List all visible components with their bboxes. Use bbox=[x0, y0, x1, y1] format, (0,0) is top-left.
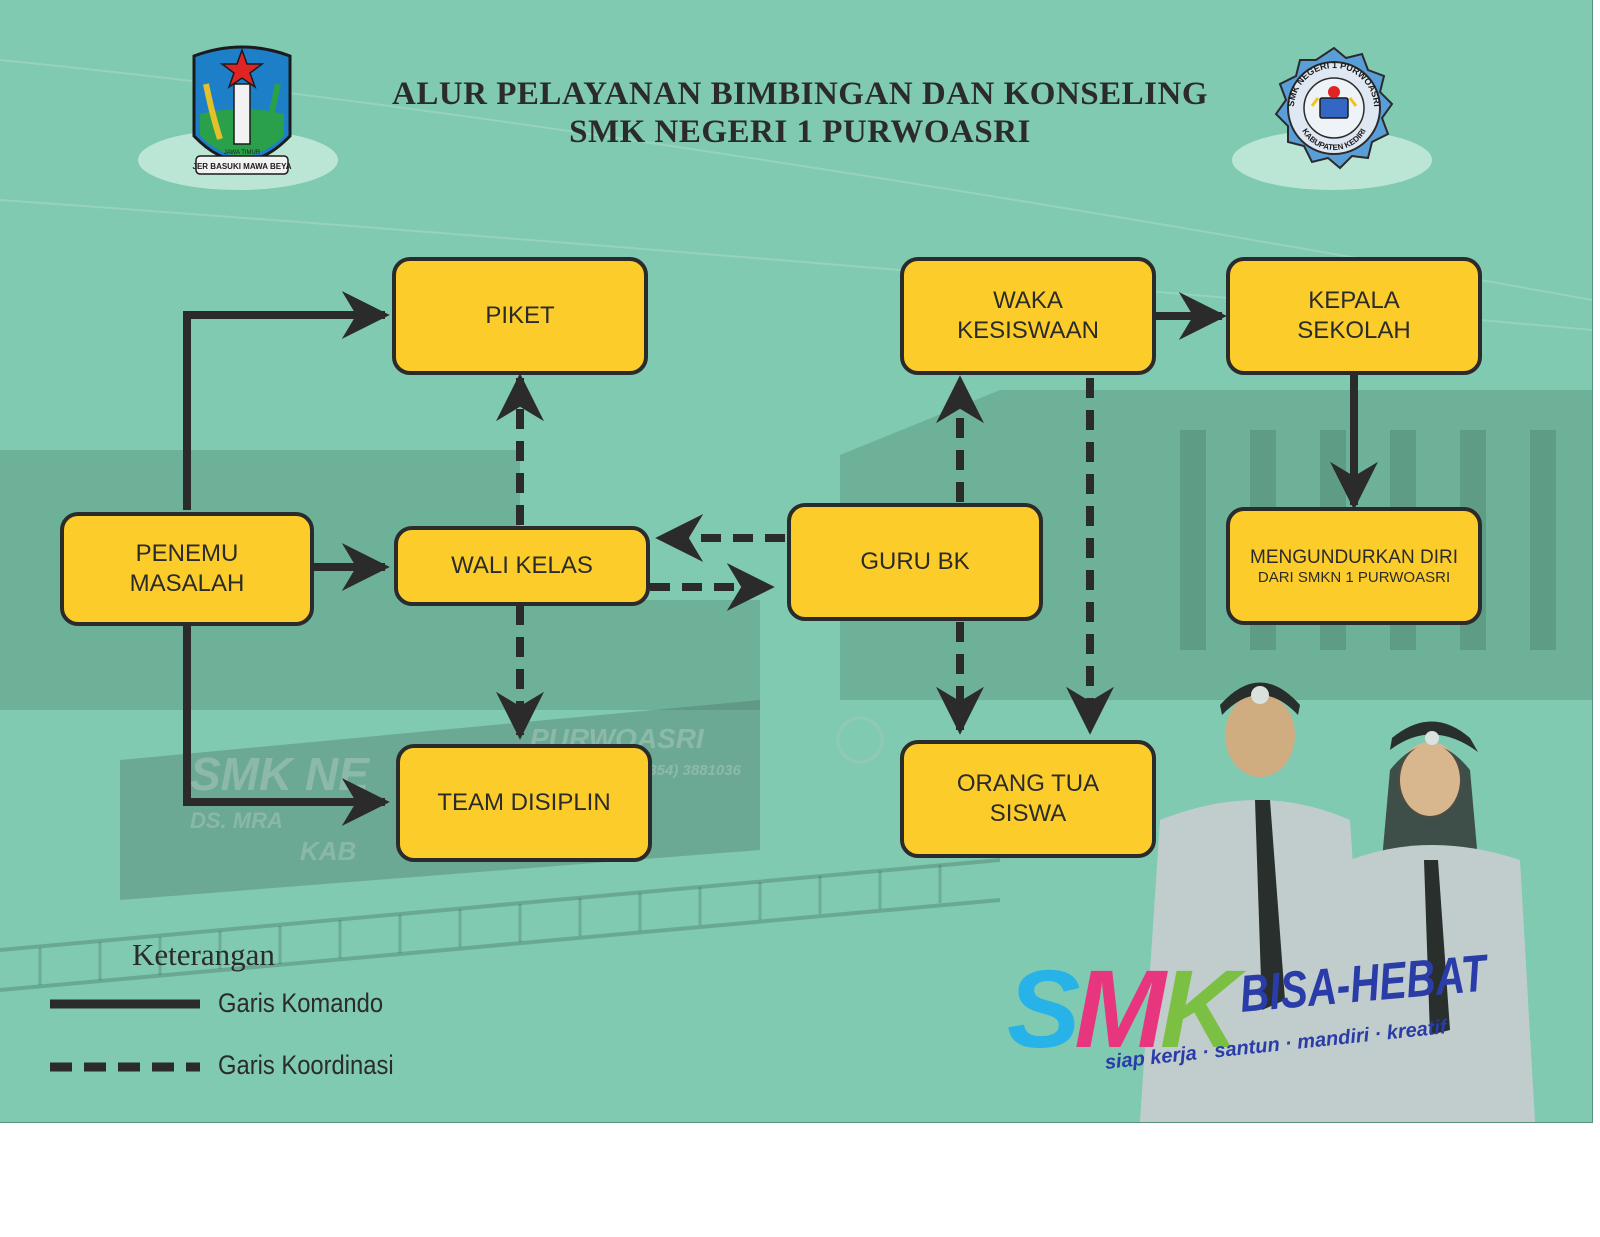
node-penemu-masalah: PENEMU MASALAH bbox=[60, 512, 314, 626]
node-sublabel: DARI SMKN 1 PURWOASRI bbox=[1257, 568, 1451, 586]
node-orang-tua-siswa: ORANG TUA SISWA bbox=[900, 740, 1156, 858]
node-label: KEPALA bbox=[1308, 287, 1400, 314]
node-team-disiplin: TEAM DISIPLIN bbox=[396, 744, 652, 862]
node-label: ORANG TUA bbox=[956, 770, 1100, 797]
students-figures bbox=[1140, 682, 1535, 1122]
sign-text-line1: SMK NE bbox=[190, 748, 370, 800]
node-label: GURU BK bbox=[860, 548, 970, 575]
student-male-uniform bbox=[1140, 800, 1370, 1122]
legend-title: Keterangan bbox=[132, 937, 275, 972]
node-label: MENGUNDURKAN DIRI bbox=[1250, 546, 1458, 568]
legend-dashed-label: Garis Koordinasi bbox=[218, 1050, 394, 1080]
diagram-title-line2: SMK NEGERI 1 PURWOASRI bbox=[569, 114, 1031, 150]
edge-penemu-to-piket bbox=[183, 291, 390, 510]
node-wali-kelas: WALI KELAS bbox=[394, 526, 650, 606]
node-mengundurkan-diri: MENGUNDURKAN DIRI DARI SMKN 1 PURWOASRI bbox=[1226, 507, 1482, 625]
sign-text-phone: (0354) 3881036 bbox=[635, 762, 742, 779]
node-label: TEAM DISIPLIN bbox=[437, 789, 611, 816]
student-male-face bbox=[1225, 693, 1295, 777]
sign-emblem-icon bbox=[836, 716, 884, 764]
sign-text-line2: DS. MRA bbox=[190, 808, 283, 833]
node-waka-kesiswaan: WAKA KESISWAAN bbox=[900, 257, 1156, 375]
node-guru-bk: GURU BK bbox=[787, 503, 1043, 621]
node-label: SISWA bbox=[989, 800, 1067, 827]
student-male-tie bbox=[1255, 800, 1285, 1010]
student-male-cap bbox=[1220, 682, 1300, 715]
svg-text:JER BASUKI MAWA BEYA: JER BASUKI MAWA BEYA bbox=[193, 162, 292, 171]
sign-text-line3: KAB bbox=[300, 836, 356, 866]
node-piket: PIKET bbox=[392, 257, 648, 375]
edge-penemu-to-teamdisiplin bbox=[183, 622, 390, 826]
student-female-cap bbox=[1390, 721, 1478, 752]
smkn-purwoasri-emblem-icon: SMK NEGERI 1 PURWOASRI KABUPATEN KEDIRI bbox=[1274, 46, 1394, 170]
flow-connectors bbox=[50, 291, 1378, 1072]
node-label: KESISWAAN bbox=[957, 317, 1099, 344]
node-label: SEKOLAH bbox=[1297, 317, 1411, 344]
smk-brand-logo: SMK bbox=[1007, 948, 1240, 1071]
poster: SMK NE PURWOASRI (0354) 3881036 DS. MRA … bbox=[0, 0, 1593, 1123]
legend-solid-label: Garis Komando bbox=[218, 988, 384, 1018]
node-label: PIKET bbox=[485, 302, 555, 329]
node-label: PENEMU bbox=[135, 540, 239, 567]
diagram-title-line1: ALUR PELAYANAN BIMBINGAN DAN KONSELING bbox=[391, 76, 1208, 112]
node-kepala-sekolah: KEPALA SEKOLAH bbox=[1226, 257, 1482, 375]
node-label: MASALAH bbox=[129, 570, 245, 597]
node-label: WALI KELAS bbox=[451, 552, 593, 579]
student-female-tie bbox=[1424, 860, 1450, 1035]
svg-text:JAWA TIMUR: JAWA TIMUR bbox=[224, 150, 261, 156]
node-label: WAKA bbox=[993, 287, 1063, 314]
jawa-timur-emblem-icon: JER BASUKI MAWA BEYA JAWA TIMUR bbox=[192, 45, 292, 175]
